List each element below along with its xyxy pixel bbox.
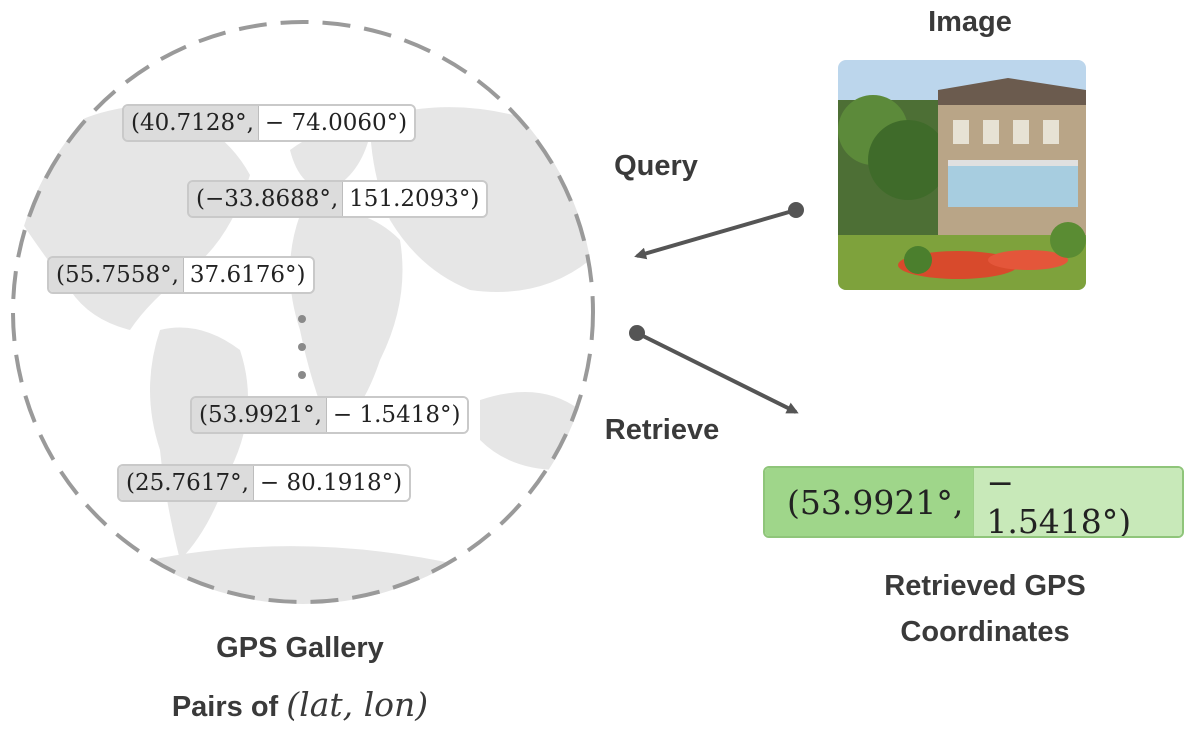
retrieve-arrow [629, 325, 799, 414]
gallery-coord-row: (25.7617°, − 80.1918°) [117, 464, 412, 502]
gallery-subtitle-math: (lat, lon) [286, 685, 429, 724]
gallery-lat: (55.7558°, [49, 258, 183, 292]
retrieve-label: Retrieve [604, 414, 720, 446]
query-arrow [634, 202, 804, 260]
gallery-coord-row: (53.9921°, − 1.5418°) [190, 396, 470, 434]
gallery-lat: (40.7128°, [124, 106, 258, 140]
retrieved-title-line2: Coordinates [900, 616, 1070, 648]
retrieved-title-line1: Retrieved GPS [884, 570, 1086, 602]
gallery-circle [11, 20, 595, 604]
ellipsis-dot [298, 315, 306, 323]
gallery-lon: − 74.0060°) [257, 106, 415, 140]
image-label: Image [928, 6, 1012, 38]
gallery-lat: (53.9921°, [192, 398, 326, 432]
gallery-lat: (−33.8688°, [189, 182, 343, 216]
ellipsis-dot [298, 371, 306, 379]
gallery-lon: 151.2093°) [342, 182, 487, 216]
gallery-lon: − 80.1918°) [252, 466, 410, 500]
result-lon: − 1.5418°) [973, 468, 1182, 536]
gallery-subtitle: Pairs of (lat, lon) [120, 685, 480, 724]
result-lat: (53.9921°, [765, 468, 974, 536]
gallery-coord-row: (−33.8688°, 151.2093°) [187, 180, 489, 218]
gallery-title: GPS Gallery [216, 632, 384, 664]
query-label: Query [614, 150, 698, 182]
gallery-subtitle-prefix: Pairs of [171, 691, 279, 723]
gallery-lon: 37.6176°) [182, 258, 313, 292]
town-street-photo-icon [838, 60, 1086, 290]
retrieved-coordinates: (53.9921°, − 1.5418°) [763, 466, 1184, 538]
gallery-lat: (25.7617°, [119, 466, 253, 500]
gallery-coord-row: (55.7558°, 37.6176°) [47, 256, 315, 294]
gallery-lon: − 1.5418°) [325, 398, 468, 432]
query-image [838, 60, 1086, 290]
gallery-coord-row: (40.7128°, − 74.0060°) [122, 104, 417, 142]
ellipsis-dot [298, 343, 306, 351]
